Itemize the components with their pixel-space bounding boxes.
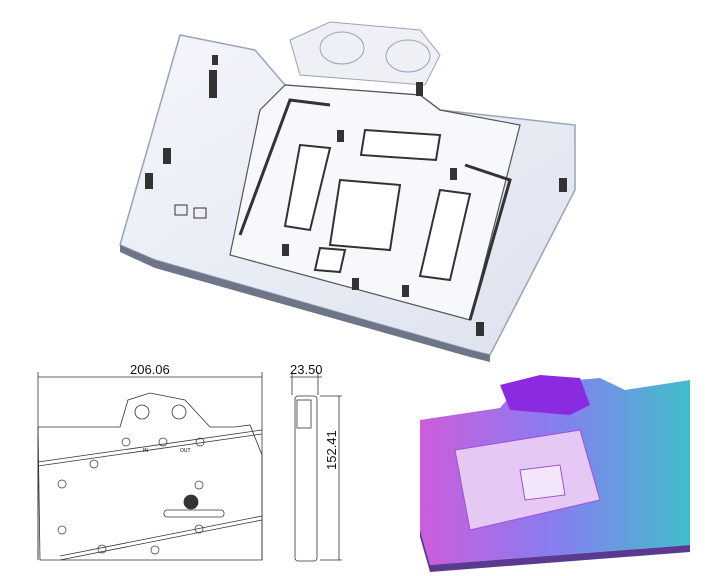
technical-drawing-front [37,372,263,561]
inlet-label: IN [143,448,148,454]
width-dimension: 206.06 [130,362,170,377]
height-dimension: 152.41 [324,430,339,470]
waterblock-render-clear [119,21,576,362]
technical-drawing-side [290,372,342,562]
waterblock-render-rgb [420,375,690,572]
outlet-label: OUT [180,448,191,454]
thickness-dimension: 23.50 [290,362,323,377]
